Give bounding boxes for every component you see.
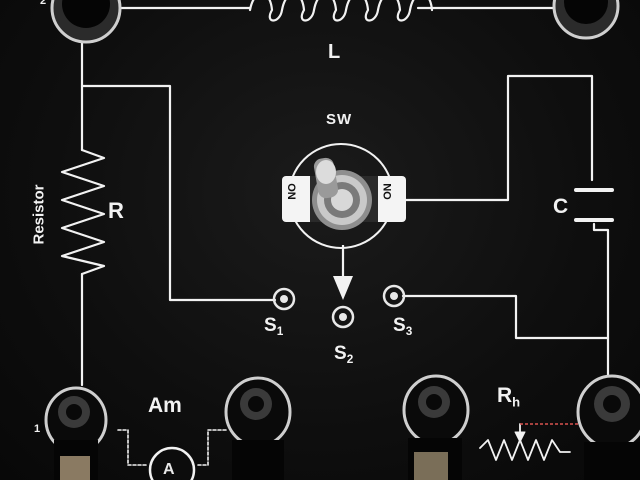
wire-from-s3: [401, 294, 610, 340]
rheostat-wiper-head: [514, 431, 526, 443]
switch-on-left-label: ON: [284, 183, 297, 200]
binding-post-bottom-1[interactable]: [44, 386, 108, 480]
toggle-switch[interactable]: [282, 143, 406, 249]
binding-post-top-right[interactable]: [552, 0, 620, 40]
ammeter-wire: [117, 429, 227, 466]
terminal-s3[interactable]: [382, 284, 406, 308]
binding-post-bottom-4[interactable]: [576, 374, 640, 480]
binding-post-bottom-3[interactable]: [402, 374, 470, 480]
terminal-s2[interactable]: [331, 305, 355, 329]
resistor-zigzag: [60, 148, 106, 276]
terminal-s1-label: S1: [264, 315, 284, 339]
binding-post-top-left[interactable]: [50, 0, 122, 44]
wire-to-s1: [80, 84, 277, 302]
terminal-s3-label: S3: [393, 315, 413, 339]
terminal-s2-label: S2: [334, 343, 354, 367]
wire-capacitor-down: [592, 222, 610, 382]
binding-post-bottom-2[interactable]: [224, 376, 292, 480]
resistor-symbol-label: R: [108, 198, 124, 223]
post-number-bottom: 1: [34, 423, 41, 435]
inductor-label: L: [328, 41, 341, 63]
inductor-coil: [248, 0, 434, 22]
rheostat-zigzag: [479, 439, 571, 461]
switch-label: SW: [326, 111, 353, 128]
ammeter-symbol-letter: A: [163, 461, 175, 478]
post-number-top: 2: [40, 0, 47, 7]
wire-switch-to-c: [402, 74, 594, 202]
switch-arrowhead: [333, 276, 353, 300]
ammeter-label: Am: [148, 394, 182, 417]
rheostat-label: Rh: [497, 384, 521, 410]
resistor-text-label: Resistor: [30, 184, 48, 245]
capacitor-label: C: [553, 195, 569, 218]
switch-on-right-label: ON: [381, 183, 394, 200]
ammeter-symbol: [148, 446, 196, 480]
terminal-s1[interactable]: [272, 287, 296, 311]
